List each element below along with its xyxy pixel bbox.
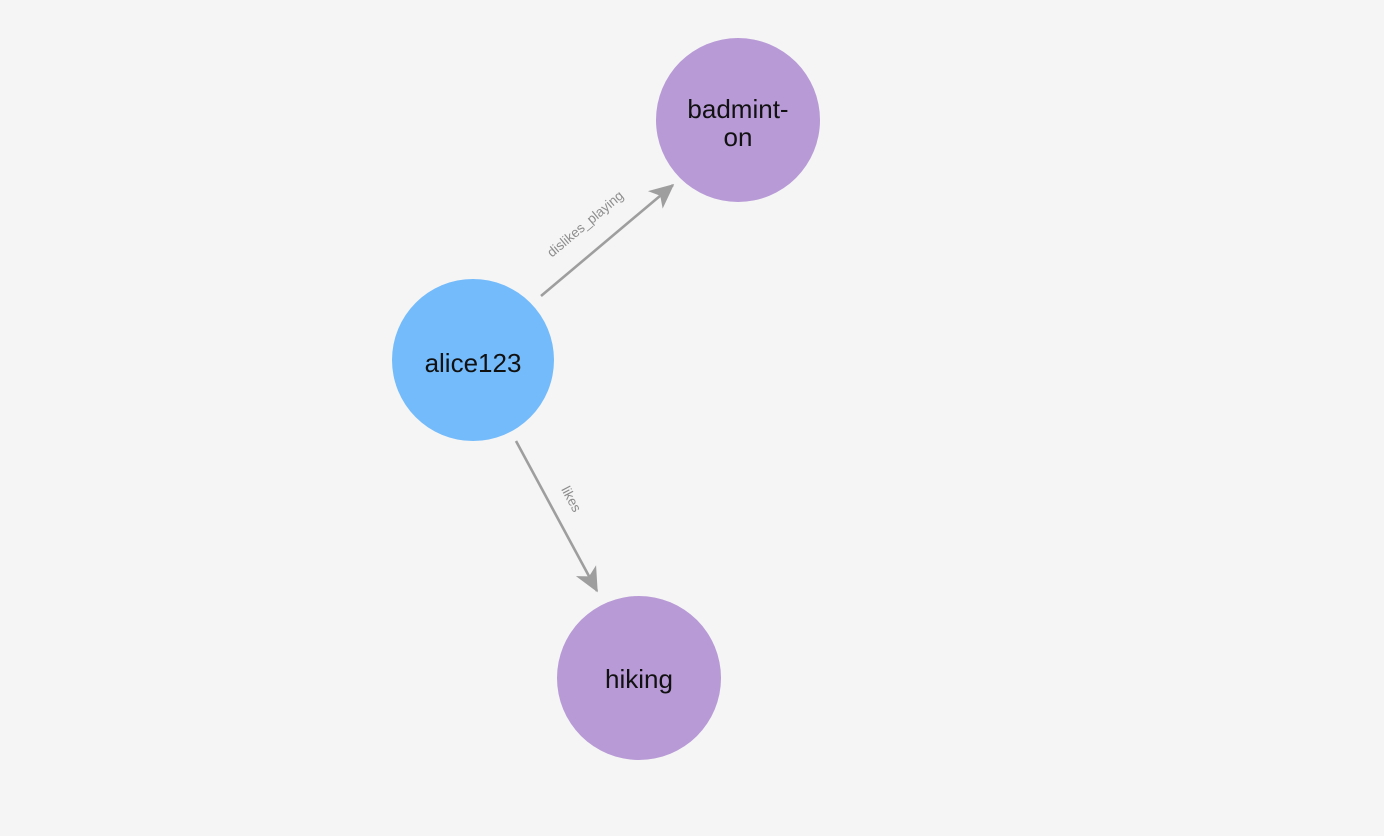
- node-alice123[interactable]: alice123: [392, 279, 554, 441]
- node-circle-hiking[interactable]: [557, 596, 721, 760]
- node-badminton[interactable]: badmint- on: [656, 38, 820, 202]
- edge-alice123-badminton[interactable]: dislikes_playing: [540, 183, 675, 297]
- node-circle-badminton[interactable]: [656, 38, 820, 202]
- node-hiking[interactable]: hiking: [557, 596, 721, 760]
- node-label-badminton-line-1: badmint-: [687, 94, 788, 124]
- edge-label-dislikes-playing: dislikes_playing: [544, 188, 626, 260]
- edge-line-likes[interactable]: [514, 440, 599, 593]
- node-group: badmint- on alice123 hiking: [392, 38, 820, 760]
- edge-alice123-hiking[interactable]: likes: [514, 440, 599, 593]
- edge-line-dislikes-playing[interactable]: [540, 183, 675, 297]
- node-circle-alice123[interactable]: [392, 279, 554, 441]
- node-label-alice123: alice123: [425, 348, 522, 378]
- node-label-hiking: hiking: [605, 664, 673, 694]
- node-label-badminton-line-2: on: [724, 122, 753, 152]
- edge-label-likes: likes: [558, 484, 584, 515]
